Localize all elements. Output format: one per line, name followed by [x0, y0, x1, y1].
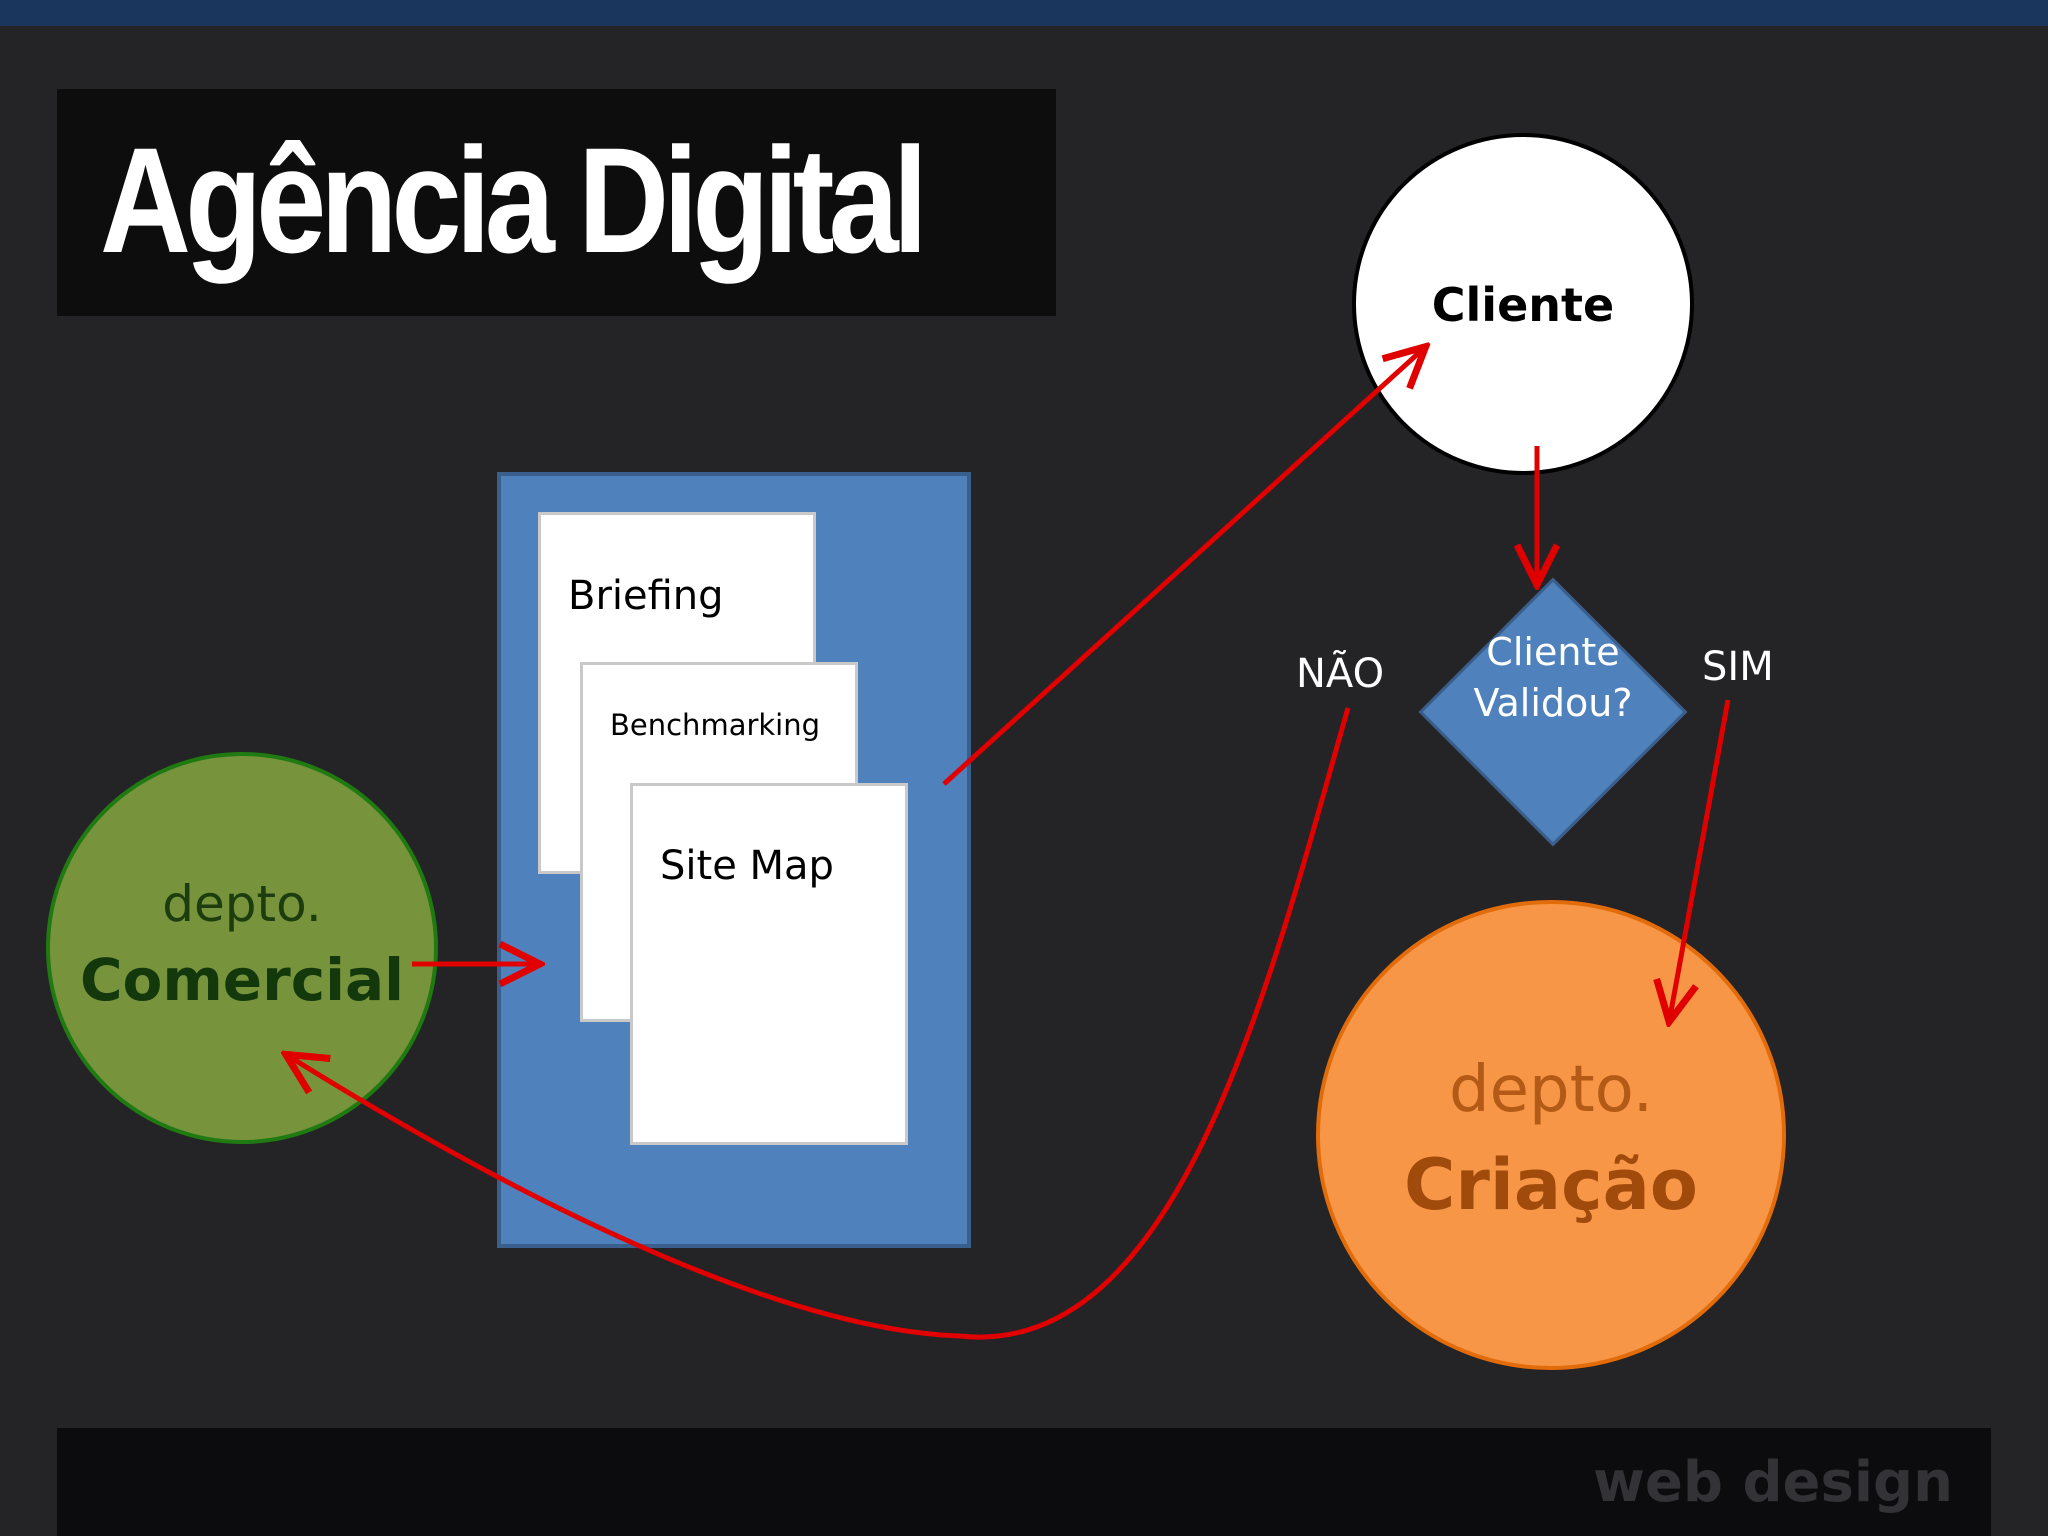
- benchmarking-label: Benchmarking: [610, 708, 821, 742]
- site-map-page: [630, 783, 908, 1145]
- criacao-label-line1: depto.: [1448, 1053, 1654, 1127]
- briefing-label: Briefing: [568, 573, 724, 619]
- title-banner: [57, 89, 1056, 316]
- criacao-department-node: [1316, 900, 1786, 1370]
- arrow-documents-to-cliente: [942, 350, 1422, 786]
- footer-label: web design: [1593, 1450, 1953, 1515]
- slide-title: Agência Digital: [100, 116, 928, 284]
- criacao-label-line2: Criação: [1404, 1144, 1698, 1226]
- comercial-label-line1: depto.: [162, 875, 322, 933]
- decision-label-line1: Cliente: [1486, 630, 1620, 674]
- decision-label-line2: Validou?: [1473, 681, 1633, 725]
- cliente-label: Cliente: [1431, 278, 1615, 332]
- comercial-label-line2: Comercial: [79, 946, 405, 1014]
- footer-bar: [57, 1428, 1991, 1536]
- branch-label-no: NÃO: [1296, 651, 1385, 697]
- site-map-label: Site Map: [660, 843, 834, 889]
- top-bar: [0, 0, 2048, 26]
- branch-label-yes: SIM: [1702, 644, 1774, 690]
